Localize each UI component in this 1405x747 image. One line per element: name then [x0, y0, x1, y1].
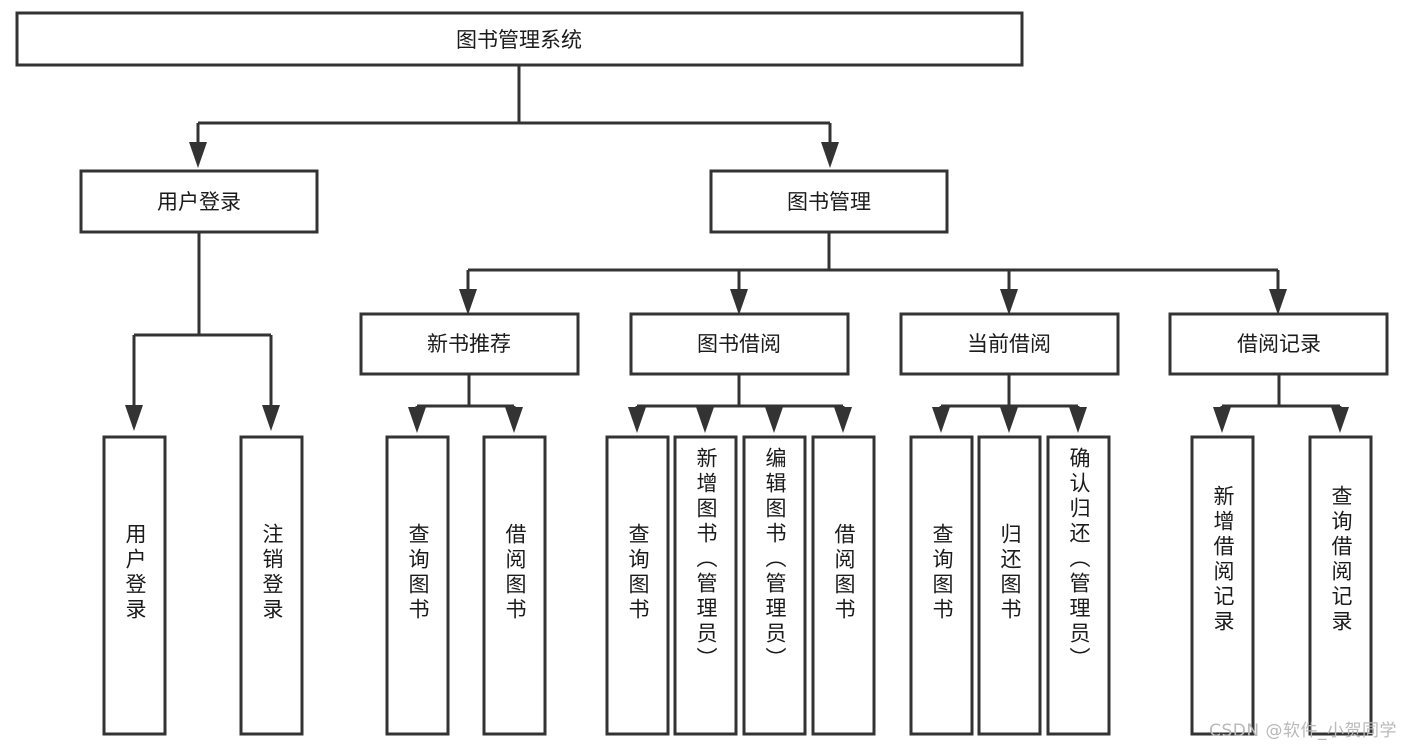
arrow-icon-record-2 — [1331, 407, 1349, 433]
arrow-icon-borrow-3 — [765, 407, 783, 433]
node-current-borrow[interactable]: 当前借阅 — [899, 312, 1120, 376]
node-borrow-record-label: 借阅记录 — [1237, 332, 1321, 356]
node-root-box[interactable] — [15, 11, 1024, 67]
arrow-icon-user-login-2 — [262, 405, 280, 431]
node-current-borrow-label: 当前借阅 — [967, 332, 1051, 356]
node-user-login[interactable]: 用户登录 — [79, 169, 319, 234]
arrow-icon-recommend-1 — [408, 407, 426, 433]
arrow-icon-borrow-4 — [834, 407, 852, 433]
node-book-borrow-box[interactable] — [629, 312, 850, 376]
node-new-book-recommend-label: 新书推荐 — [427, 332, 511, 356]
arrow-icon-root-book-mgmt — [821, 142, 839, 168]
arrow-icon-book-mgmt-1 — [459, 289, 477, 315]
leaf-box-borrow-3[interactable] — [742, 435, 807, 736]
arrow-icon-borrow-2 — [696, 407, 714, 433]
arrow-icon-user-login-1 — [125, 405, 143, 431]
arrow-icon-book-mgmt-2 — [730, 289, 748, 315]
node-current-borrow-box[interactable] — [899, 312, 1120, 376]
arrow-icon-record-1 — [1213, 407, 1231, 433]
arrow-icon-root-user-login — [189, 142, 207, 168]
leaf-box-record-2[interactable] — [1308, 435, 1373, 736]
node-root-label: 图书管理系统 — [456, 28, 582, 52]
leaf-box-current-3[interactable] — [1046, 435, 1111, 736]
arrow-icon-borrow-1 — [628, 407, 646, 433]
arrow-icon-book-mgmt-3 — [1000, 289, 1018, 315]
leaf-box-recommend-2[interactable] — [482, 435, 547, 736]
node-new-book-recommend-box[interactable] — [359, 312, 580, 376]
node-user-login-box[interactable] — [79, 169, 319, 234]
arrow-icon-current-1 — [932, 407, 950, 433]
leaf-box-current-1[interactable] — [909, 435, 974, 736]
leaf-box-record-1[interactable] — [1190, 435, 1255, 736]
leaf-box-borrow-1[interactable] — [605, 435, 670, 736]
leaf-box-recommend-1[interactable] — [385, 435, 450, 736]
arrow-icon-current-2 — [1000, 407, 1018, 433]
leaf-box-current-2[interactable] — [977, 435, 1042, 736]
node-user-login-label: 用户登录 — [157, 190, 241, 214]
arrow-icon-current-3 — [1069, 407, 1087, 433]
node-new-book-recommend[interactable]: 新书推荐 — [359, 312, 580, 376]
node-borrow-record[interactable]: 借阅记录 — [1168, 312, 1389, 376]
node-book-borrow[interactable]: 图书借阅 — [629, 312, 850, 376]
leaf-box-borrow-2[interactable] — [673, 435, 738, 736]
arrow-icon-book-mgmt-4 — [1269, 289, 1287, 315]
leaf-box-user-login-2[interactable] — [239, 435, 304, 736]
node-book-borrow-label: 图书借阅 — [697, 332, 781, 356]
node-root[interactable]: 图书管理系统 — [15, 11, 1024, 67]
arrow-icon-recommend-2 — [505, 407, 523, 433]
node-book-management-label: 图书管理 — [787, 190, 871, 214]
leaf-box-user-login-1[interactable] — [102, 435, 167, 736]
leaf-box-borrow-4[interactable] — [811, 435, 876, 736]
connector-layer — [125, 65, 1349, 433]
node-book-management-box[interactable] — [709, 169, 949, 234]
node-borrow-record-box[interactable] — [1168, 312, 1389, 376]
node-book-management[interactable]: 图书管理 — [709, 169, 949, 234]
